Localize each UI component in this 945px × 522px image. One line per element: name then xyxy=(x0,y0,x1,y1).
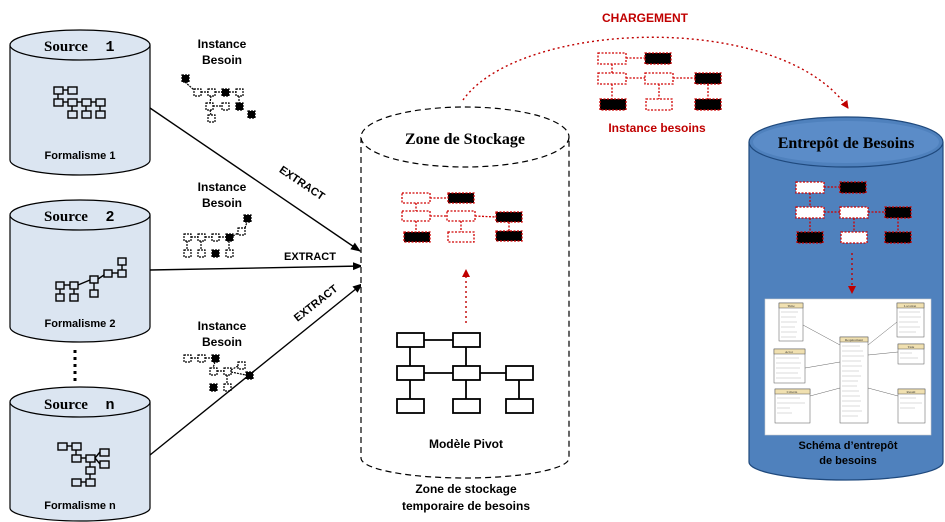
pivot-model-glyph xyxy=(396,332,534,414)
staging-caption-line1: Zone de stockage xyxy=(415,482,517,496)
source-n-cylinder: Source n Formalisme n xyxy=(9,386,151,522)
extract-arrow-1 xyxy=(149,107,361,252)
instance-2-line1: Instance xyxy=(198,180,247,194)
instance-1-line2: Besoin xyxy=(202,53,242,67)
source-2-cylinder: Source 2 Formalisme 2 xyxy=(9,199,151,343)
extract-label-1: EXTRACT xyxy=(277,164,327,203)
instance-2-glyph xyxy=(183,214,252,258)
staging-zone-title: Zone de Stockage xyxy=(405,131,525,148)
schema-table-location: Location xyxy=(896,302,925,338)
source-n-formalism-label: Formalisme n xyxy=(44,500,116,512)
schema-table-time: Time xyxy=(778,302,804,342)
warehouse-instance-model xyxy=(795,181,912,244)
warehouse-schema-panel: Time Location Actor Requirement xyxy=(764,298,932,467)
transfer-instance-model xyxy=(597,52,722,111)
staging-caption-line2: temporaire de besoins xyxy=(402,499,530,513)
schema-actor-label: Actor xyxy=(785,350,794,354)
source-1-title-word: Source xyxy=(44,39,88,55)
source-2-title-id: 2 xyxy=(105,209,114,226)
schema-table-result: Result xyxy=(897,388,926,424)
staging-zone-cylinder: Zone de Stockage xyxy=(360,106,570,479)
extract-arrow-2 xyxy=(149,262,363,271)
schema-table-criteria: Criteria xyxy=(774,388,811,424)
staging-instance-model xyxy=(401,192,523,243)
instance-2-line2: Besoin xyxy=(202,196,242,210)
schema-requirement-label: Requirement xyxy=(845,338,863,342)
schema-caption-line1: Schéma d’entrepôt xyxy=(798,440,897,452)
extract-label-2: EXTRACT xyxy=(284,251,336,263)
schema-time-label: Time xyxy=(787,304,795,308)
transfer-instance-label: Instance besoins xyxy=(608,121,706,135)
source-n-title-id: n xyxy=(105,397,114,414)
schema-table-actor: Actor xyxy=(773,348,806,384)
pivot-model-label: Modèle Pivot xyxy=(429,437,503,451)
source-1-title-id: 1 xyxy=(105,39,114,56)
formalism-1-glyph xyxy=(53,86,106,119)
instance-n-glyph xyxy=(183,354,254,392)
chargement-label: CHARGEMENT xyxy=(602,11,689,25)
instance-1-line1: Instance xyxy=(198,37,247,51)
instance-1-glyph xyxy=(181,74,256,123)
extract-arrow-n xyxy=(149,283,363,456)
source-n-title-word: Source xyxy=(44,397,88,413)
warehouse-title: Entrepôt de Besoins xyxy=(778,135,915,152)
source-1-formalism-label: Formalisme 1 xyxy=(45,150,116,162)
source-2-formalism-label: Formalisme 2 xyxy=(45,318,116,330)
formalism-n-glyph xyxy=(57,442,110,487)
source-2-title-word: Source xyxy=(44,209,88,225)
instance-n-line2: Besoin xyxy=(202,335,242,349)
schema-task-label: Task xyxy=(908,345,915,349)
extract-label-n: EXTRACT xyxy=(292,283,341,325)
formalism-2-glyph xyxy=(55,257,127,302)
schema-table-requirement: Requirement xyxy=(839,336,869,424)
schema-table-task: Task xyxy=(897,343,925,365)
source-1-cylinder: Source 1 Formalisme 1 xyxy=(9,29,151,176)
schema-result-label: Result xyxy=(907,390,916,394)
schema-criteria-label: Criteria xyxy=(787,390,798,394)
schema-caption-line2: de besoins xyxy=(819,455,876,467)
instance-n-line1: Instance xyxy=(198,319,247,333)
schema-location-label: Location xyxy=(904,304,917,308)
